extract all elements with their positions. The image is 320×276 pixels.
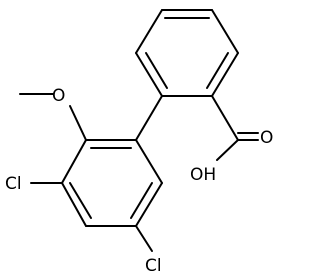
methoxy-group: O xyxy=(19,86,87,141)
chemical-structure-diagram: O OH O Cl Cl xyxy=(5,9,273,276)
benzoic-acid-ring xyxy=(135,9,239,97)
ring-a-double-bond xyxy=(145,52,168,89)
structure-canvas: O OH O Cl Cl xyxy=(5,9,274,276)
hydroxyl-bond xyxy=(216,139,239,161)
chlorine-lower-label: Cl xyxy=(145,256,162,276)
dichloromethoxy-ring xyxy=(61,139,163,227)
carboxylic-acid-group: O OH xyxy=(190,95,273,185)
methoxy-oxygen-label: O xyxy=(52,86,65,106)
ring-b-bond xyxy=(135,182,163,227)
ring-b-bond xyxy=(61,182,87,227)
ring-a-bond xyxy=(135,52,163,97)
ring-b-bond xyxy=(61,139,87,184)
biaryl-bond xyxy=(135,95,163,141)
methoxy-o-bond xyxy=(69,105,87,141)
ring-a-bond xyxy=(135,9,163,54)
carbonyl-oxygen-label: O xyxy=(260,128,273,148)
carboxyl-carbon-bond xyxy=(211,95,239,141)
ring-a-bond xyxy=(211,52,239,97)
chlorine-upper-label: Cl xyxy=(5,174,22,194)
ring-a-bond xyxy=(211,9,239,54)
chlorine-lower-bond xyxy=(135,225,153,252)
ring-a-double-bond xyxy=(206,52,229,89)
ring-b-double-bond xyxy=(130,182,153,219)
ring-b-double-bond xyxy=(69,182,92,219)
ring-b-bond xyxy=(135,139,163,184)
chlorine-substituents: Cl Cl xyxy=(5,174,162,276)
hydroxyl-label: OH xyxy=(190,165,216,185)
